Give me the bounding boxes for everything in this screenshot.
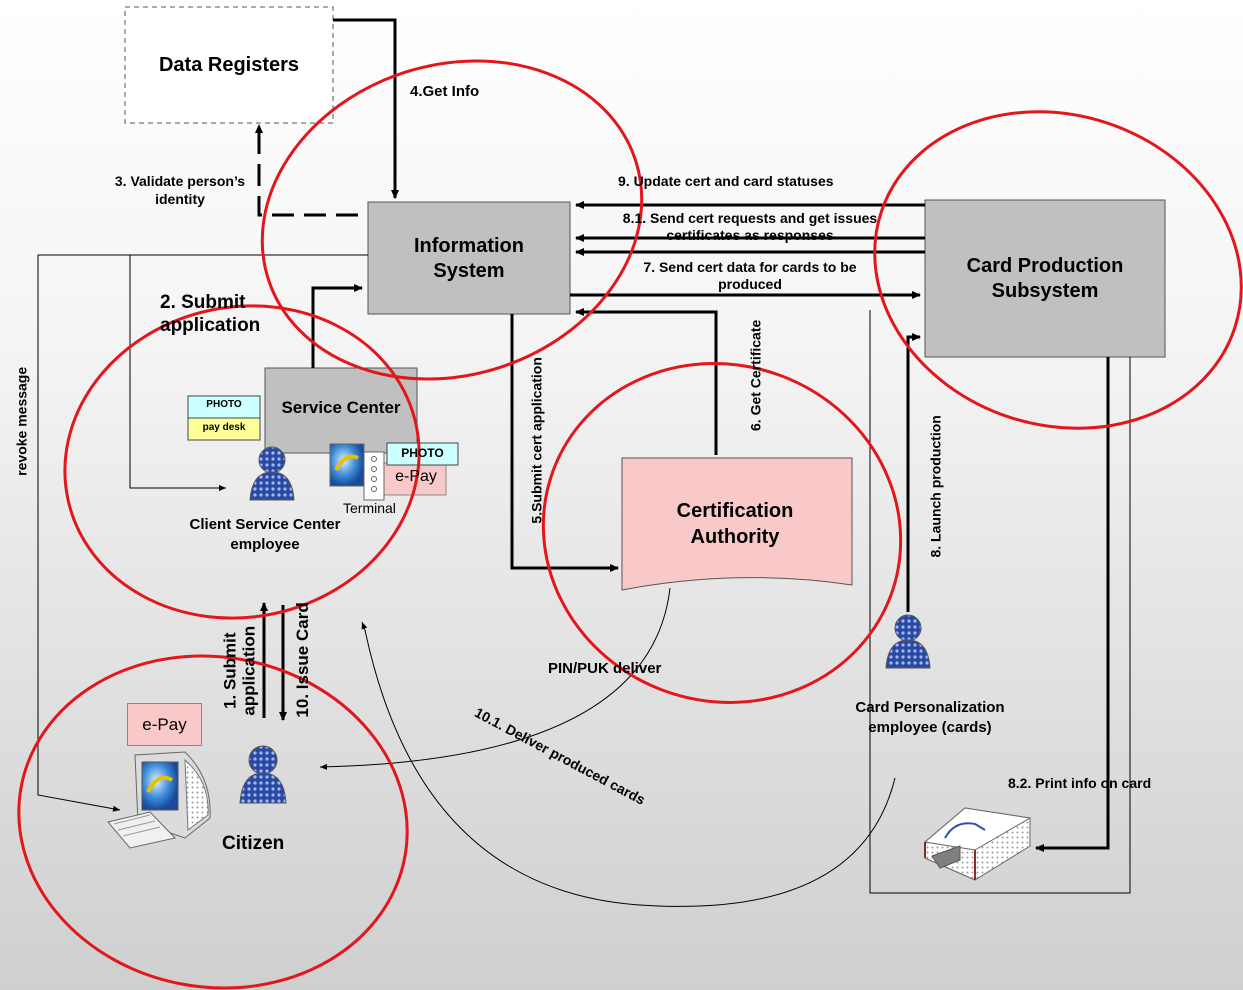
get-info-label: 4.Get Info <box>410 83 480 100</box>
send-cert-data-label: 7. Send cert data for cards to be produc… <box>643 259 857 292</box>
photo-card-label: PHOTO <box>206 399 242 410</box>
submit-application-2-label: 2. Submit application <box>160 292 261 336</box>
data-registers-label: Data Registers <box>158 54 300 76</box>
card-personalization-label: Card Personalization employee (cards) <box>855 699 1005 736</box>
issue-card-label: 10. Issue Card <box>293 602 313 718</box>
revoke-message-label: revoke message <box>13 366 30 476</box>
highlight-circles <box>17 59 1243 990</box>
pin-puk-deliver-label: PIN/PUK deliver <box>548 660 662 677</box>
validate-identity-label: 3. Validate person’s identity <box>114 173 246 207</box>
information-system-box <box>367 201 571 315</box>
highlight-circle-service-center <box>63 304 421 620</box>
information-system-label: Information System <box>414 235 524 282</box>
terminal-photo-card <box>386 442 459 466</box>
person-icon-client-employee <box>249 446 295 501</box>
flow-arrows <box>255 18 1110 852</box>
person-icon-card-personalization <box>885 614 931 669</box>
curved-arrows <box>319 587 896 907</box>
card-production-box <box>924 199 1166 358</box>
card-printer-icon <box>923 807 1032 881</box>
service-center-box <box>264 367 418 454</box>
client-employee-label: Client Service Center employee <box>189 516 341 553</box>
citizen-epay-label: e-Pay <box>142 715 187 734</box>
highlight-circle-information-system <box>260 59 644 381</box>
pay-desk-label: pay desk <box>202 422 246 433</box>
submit-cert-application-label: 5.Submit cert application <box>528 357 545 524</box>
print-info-label: 8.2. Print info on card <box>1008 775 1152 791</box>
certification-authority-label: Certification Authority <box>676 500 794 548</box>
pay-desk-card <box>187 417 261 441</box>
terminal-label: Terminal <box>343 500 396 516</box>
send-cert-requests-label: 8.1. Send cert requests and get issues c… <box>622 210 878 243</box>
terminal-epay-label: e-Pay <box>395 468 437 485</box>
update-statuses-label: 9. Update cert and card statuses <box>618 173 834 189</box>
launch-production-label: 8. Launch production <box>927 415 944 558</box>
person-icon-citizen <box>239 745 287 804</box>
submit-application-1-label: 1. Submit application <box>220 625 258 716</box>
card-production-label: Card Production Subsystem <box>966 255 1124 302</box>
computer-icon <box>107 751 211 849</box>
get-certificate-label: 6. Get Certificate <box>747 319 764 431</box>
terminal-photo-label: PHOTO <box>401 446 444 460</box>
highlight-circle-card-production <box>873 110 1243 430</box>
citizen-label: Citizen <box>222 833 285 854</box>
highlight-circle-citizen <box>17 654 409 990</box>
citizen-epay-box: e-Pay <box>127 703 202 746</box>
service-center-label: Service Center <box>281 398 401 417</box>
highlight-circle-certification-authority <box>541 362 903 704</box>
certification-authority-box <box>621 457 853 591</box>
data-registers-box <box>124 6 334 124</box>
terminal-icon <box>329 443 385 501</box>
frame-lines <box>37 254 1131 894</box>
